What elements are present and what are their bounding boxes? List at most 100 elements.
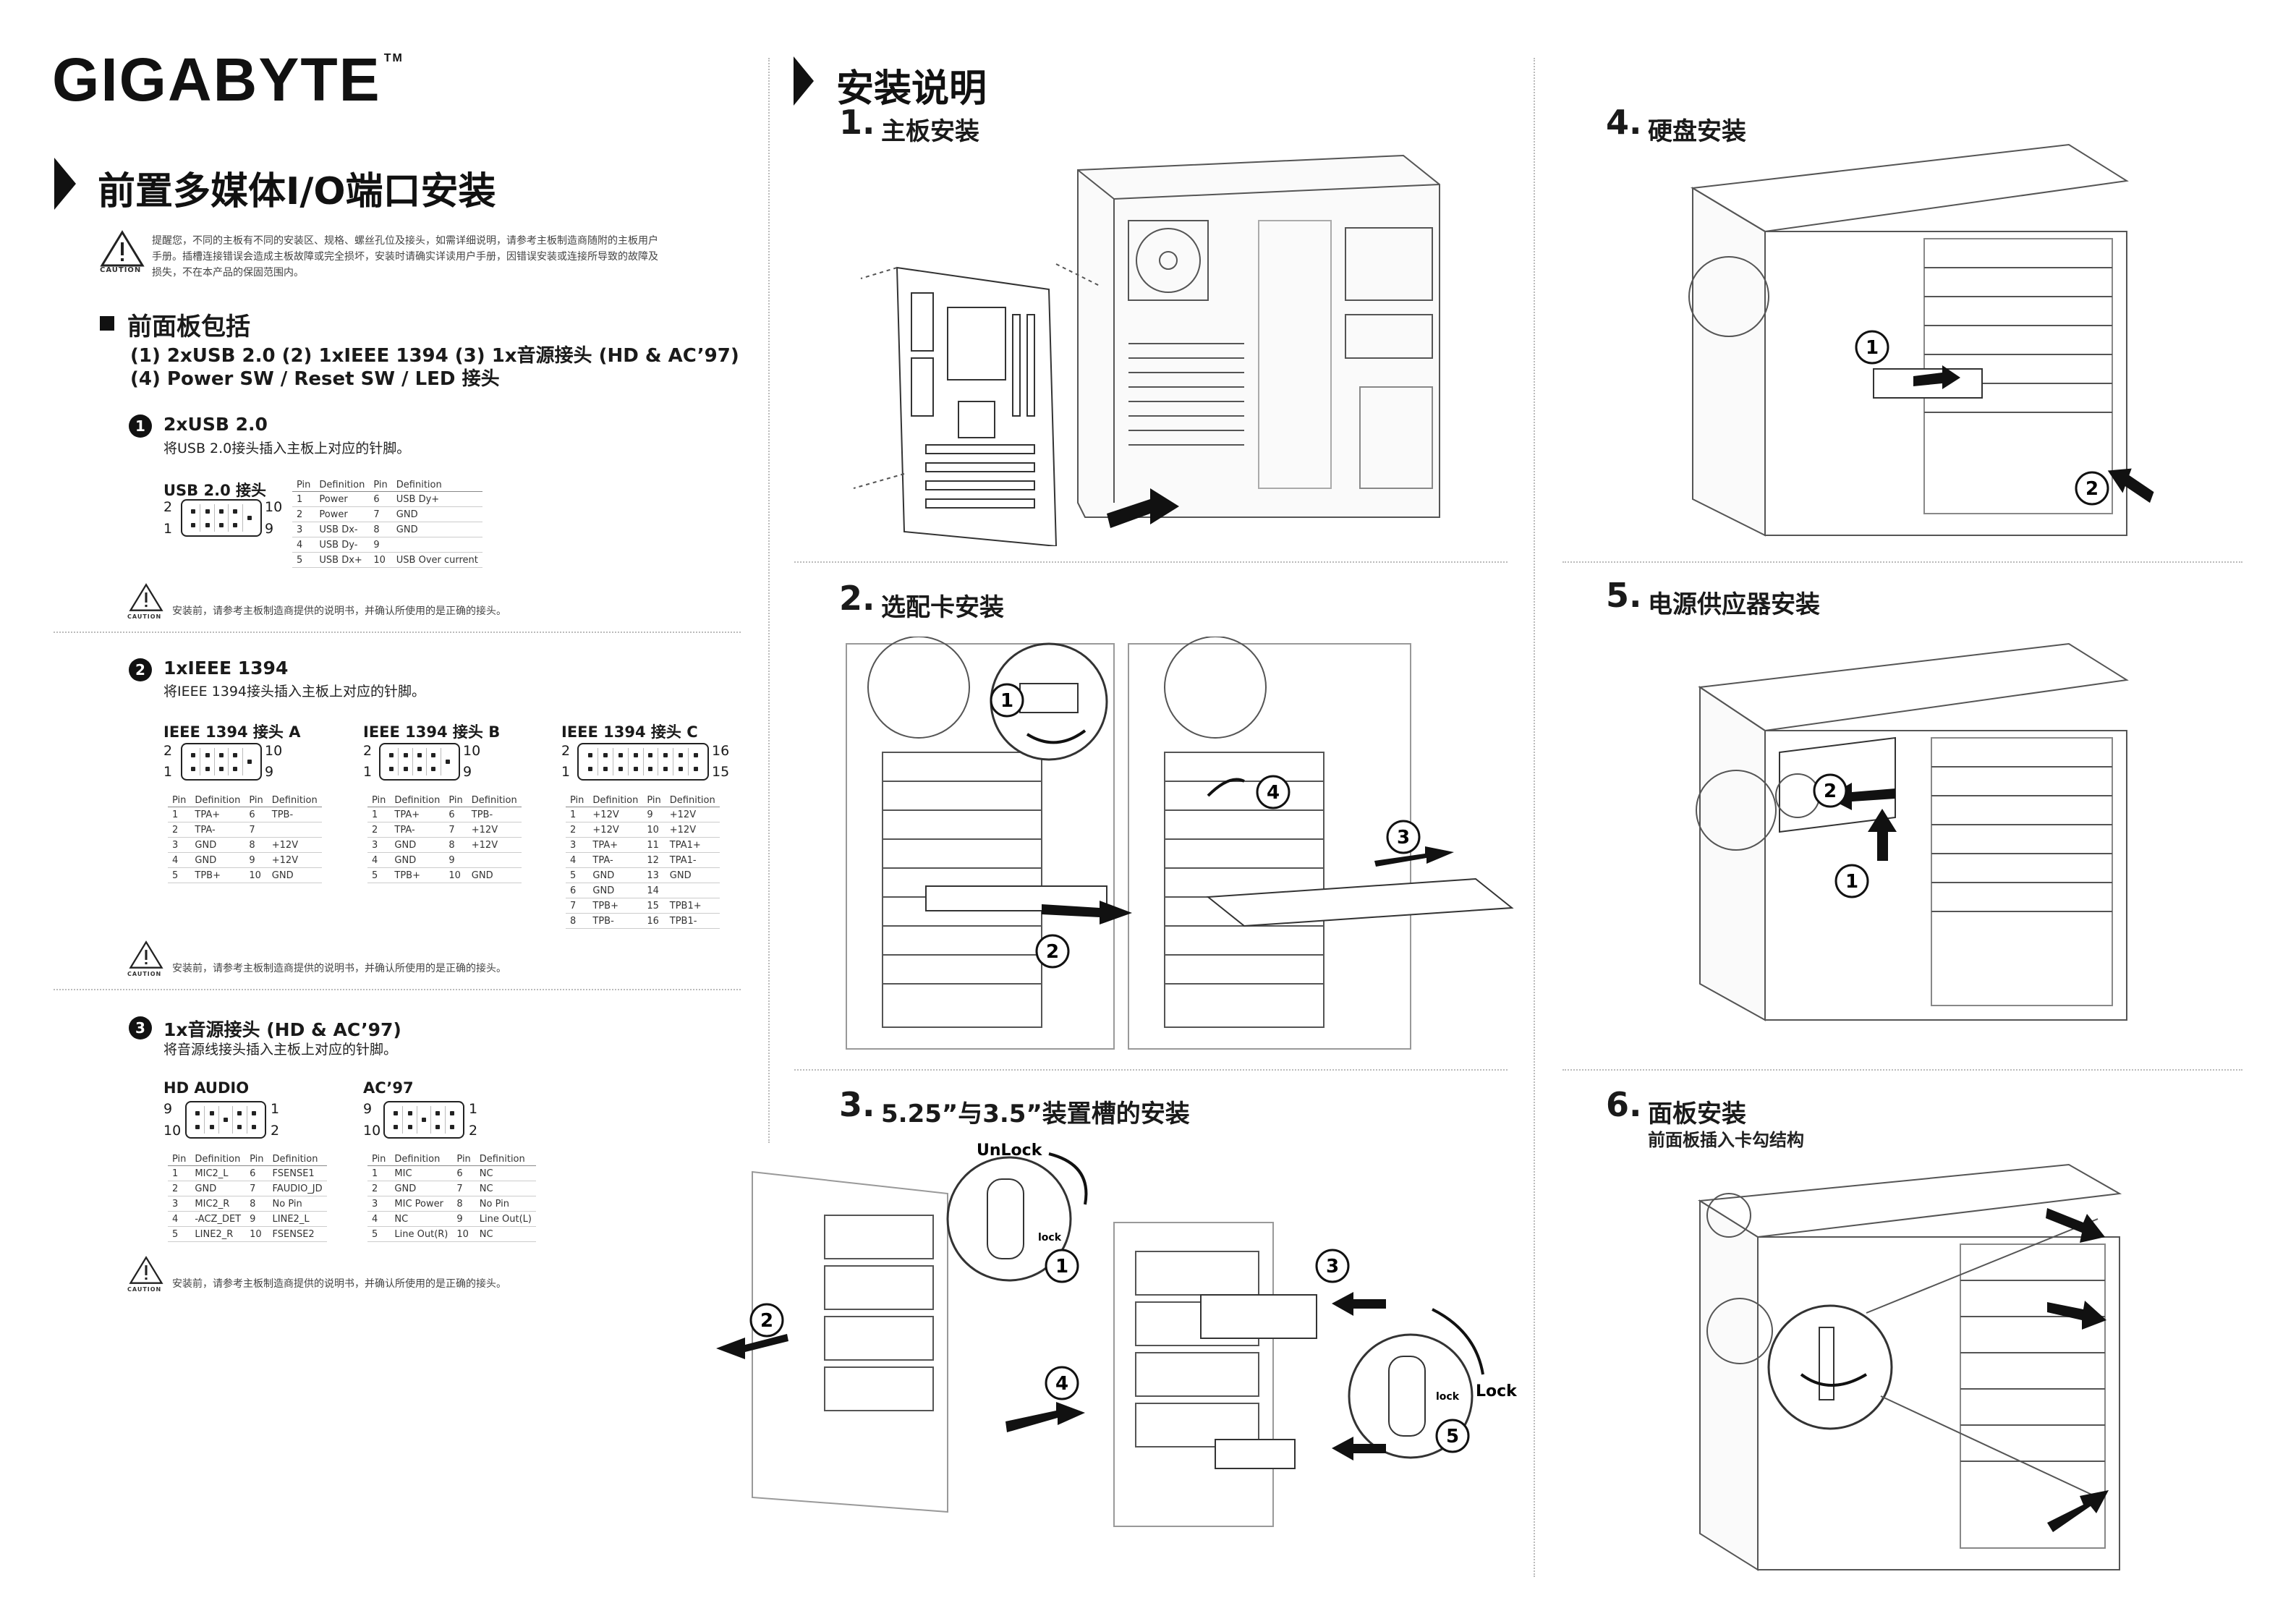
bullet-square-icon bbox=[100, 316, 114, 331]
divider bbox=[794, 561, 1508, 563]
caution-icon bbox=[100, 230, 145, 271]
pin-label: 10 bbox=[163, 1123, 182, 1139]
caution-text: 安装前，请参考主板制造商提供的说明书，并确认所使用的是正确的接头。 bbox=[172, 1278, 506, 1290]
pin-label: 2 bbox=[363, 743, 373, 759]
divider bbox=[1562, 561, 2242, 563]
divider bbox=[54, 632, 741, 633]
pin-label: 10 bbox=[363, 1123, 381, 1139]
pin-label: 10 bbox=[265, 499, 283, 515]
ieee-title: 1xIEEE 1394 bbox=[163, 658, 289, 679]
caution-icon bbox=[129, 1256, 163, 1288]
caution-icon bbox=[129, 583, 163, 615]
callout-2: 2 bbox=[1824, 781, 1837, 802]
ieee-c-header-diagram bbox=[577, 743, 709, 781]
step-5-title: 电源供应器安装 bbox=[1648, 590, 1820, 619]
step-6-title: 面板安装 bbox=[1648, 1100, 1746, 1128]
step-2-title: 选配卡安装 bbox=[881, 593, 1004, 622]
ieee-a-label: IEEE 1394 接头 A bbox=[163, 723, 301, 741]
caution-text: 安装前，请参考主板制造商提供的说明书，并确认所使用的是正确的接头。 bbox=[172, 605, 506, 617]
callout-1: 1 bbox=[1845, 871, 1858, 893]
step-1-title: 主板安装 bbox=[881, 117, 979, 146]
ac97-label: AC’97 bbox=[363, 1079, 414, 1097]
motherboard-install-illustration bbox=[853, 154, 1440, 546]
usb-connector-label: USB 2.0 接头 bbox=[163, 482, 267, 499]
pin-label: 1 bbox=[163, 764, 173, 780]
pin-label: 2 bbox=[469, 1123, 478, 1139]
pin-label: 16 bbox=[712, 743, 730, 759]
ac97-header-diagram bbox=[383, 1101, 464, 1139]
column-divider bbox=[768, 58, 770, 1143]
front-panel-illustration bbox=[1697, 1163, 2122, 1571]
section-marker-icon bbox=[54, 158, 76, 210]
callout-1: 1 bbox=[1055, 1256, 1068, 1277]
pin-label: 1 bbox=[163, 521, 173, 537]
callout-2: 2 bbox=[2085, 478, 2099, 500]
lock-mini-label: lock bbox=[1436, 1391, 1460, 1403]
pin-label: 2 bbox=[271, 1123, 280, 1139]
step-1-number: 1. bbox=[839, 103, 875, 142]
panel-line-2: (4) Power SW / Reset SW / LED 接头 bbox=[130, 368, 500, 390]
pin-label: 2 bbox=[163, 499, 173, 515]
caution-label: CAUTION bbox=[127, 613, 162, 620]
step-number-ieee: 2 bbox=[129, 658, 152, 681]
panel-line-1: (1) 2xUSB 2.0 (2) 1xIEEE 1394 (3) 1x音源接头… bbox=[130, 345, 739, 367]
divider bbox=[1562, 1069, 2242, 1071]
expansion-card-illustration: 1 2 3 4 bbox=[846, 637, 1514, 1050]
ieee-b-label: IEEE 1394 接头 B bbox=[363, 723, 501, 741]
callout-3: 3 bbox=[1397, 827, 1410, 849]
pin-label: 9 bbox=[163, 1101, 173, 1117]
divider bbox=[54, 989, 741, 990]
caution-icon bbox=[129, 940, 163, 972]
pin-label: 1 bbox=[469, 1101, 478, 1117]
hd-audio-header-diagram bbox=[185, 1101, 266, 1139]
divider bbox=[794, 1069, 1508, 1071]
caution-text: 安装前，请参考主板制造商提供的说明书，并确认所使用的是正确的接头。 bbox=[172, 963, 506, 974]
step-5-number: 5. bbox=[1606, 576, 1642, 615]
lock-label: Lock bbox=[1476, 1382, 1518, 1400]
step-number-audio: 3 bbox=[129, 1016, 152, 1040]
step-3-title: 5.25”与3.5”装置槽的安装 bbox=[881, 1100, 1190, 1128]
step-4-number: 4. bbox=[1606, 103, 1642, 142]
callout-2: 2 bbox=[760, 1310, 773, 1332]
drive-bay-illustration: UnLock Lock lock lock 1 2 3 4 5 bbox=[716, 1142, 1518, 1527]
install-title: 安装说明 bbox=[836, 67, 987, 111]
hard-drive-install-illustration: 1 2 bbox=[1688, 143, 2154, 537]
step-3-number: 3. bbox=[839, 1085, 875, 1124]
pin-label: 9 bbox=[265, 764, 274, 780]
usb-sub: 将USB 2.0接头插入主板上对应的针脚。 bbox=[163, 441, 411, 456]
ieee-c-label: IEEE 1394 接头 C bbox=[561, 723, 698, 741]
caution-text: 提醒您，不同的主板有不同的安装区、规格、螺丝孔位及接头，如需详细说明，请参考主板… bbox=[152, 235, 658, 279]
step-number-usb: 1 bbox=[129, 414, 152, 438]
pin-label: 1 bbox=[363, 764, 373, 780]
callout-1: 1 bbox=[1866, 337, 1879, 359]
